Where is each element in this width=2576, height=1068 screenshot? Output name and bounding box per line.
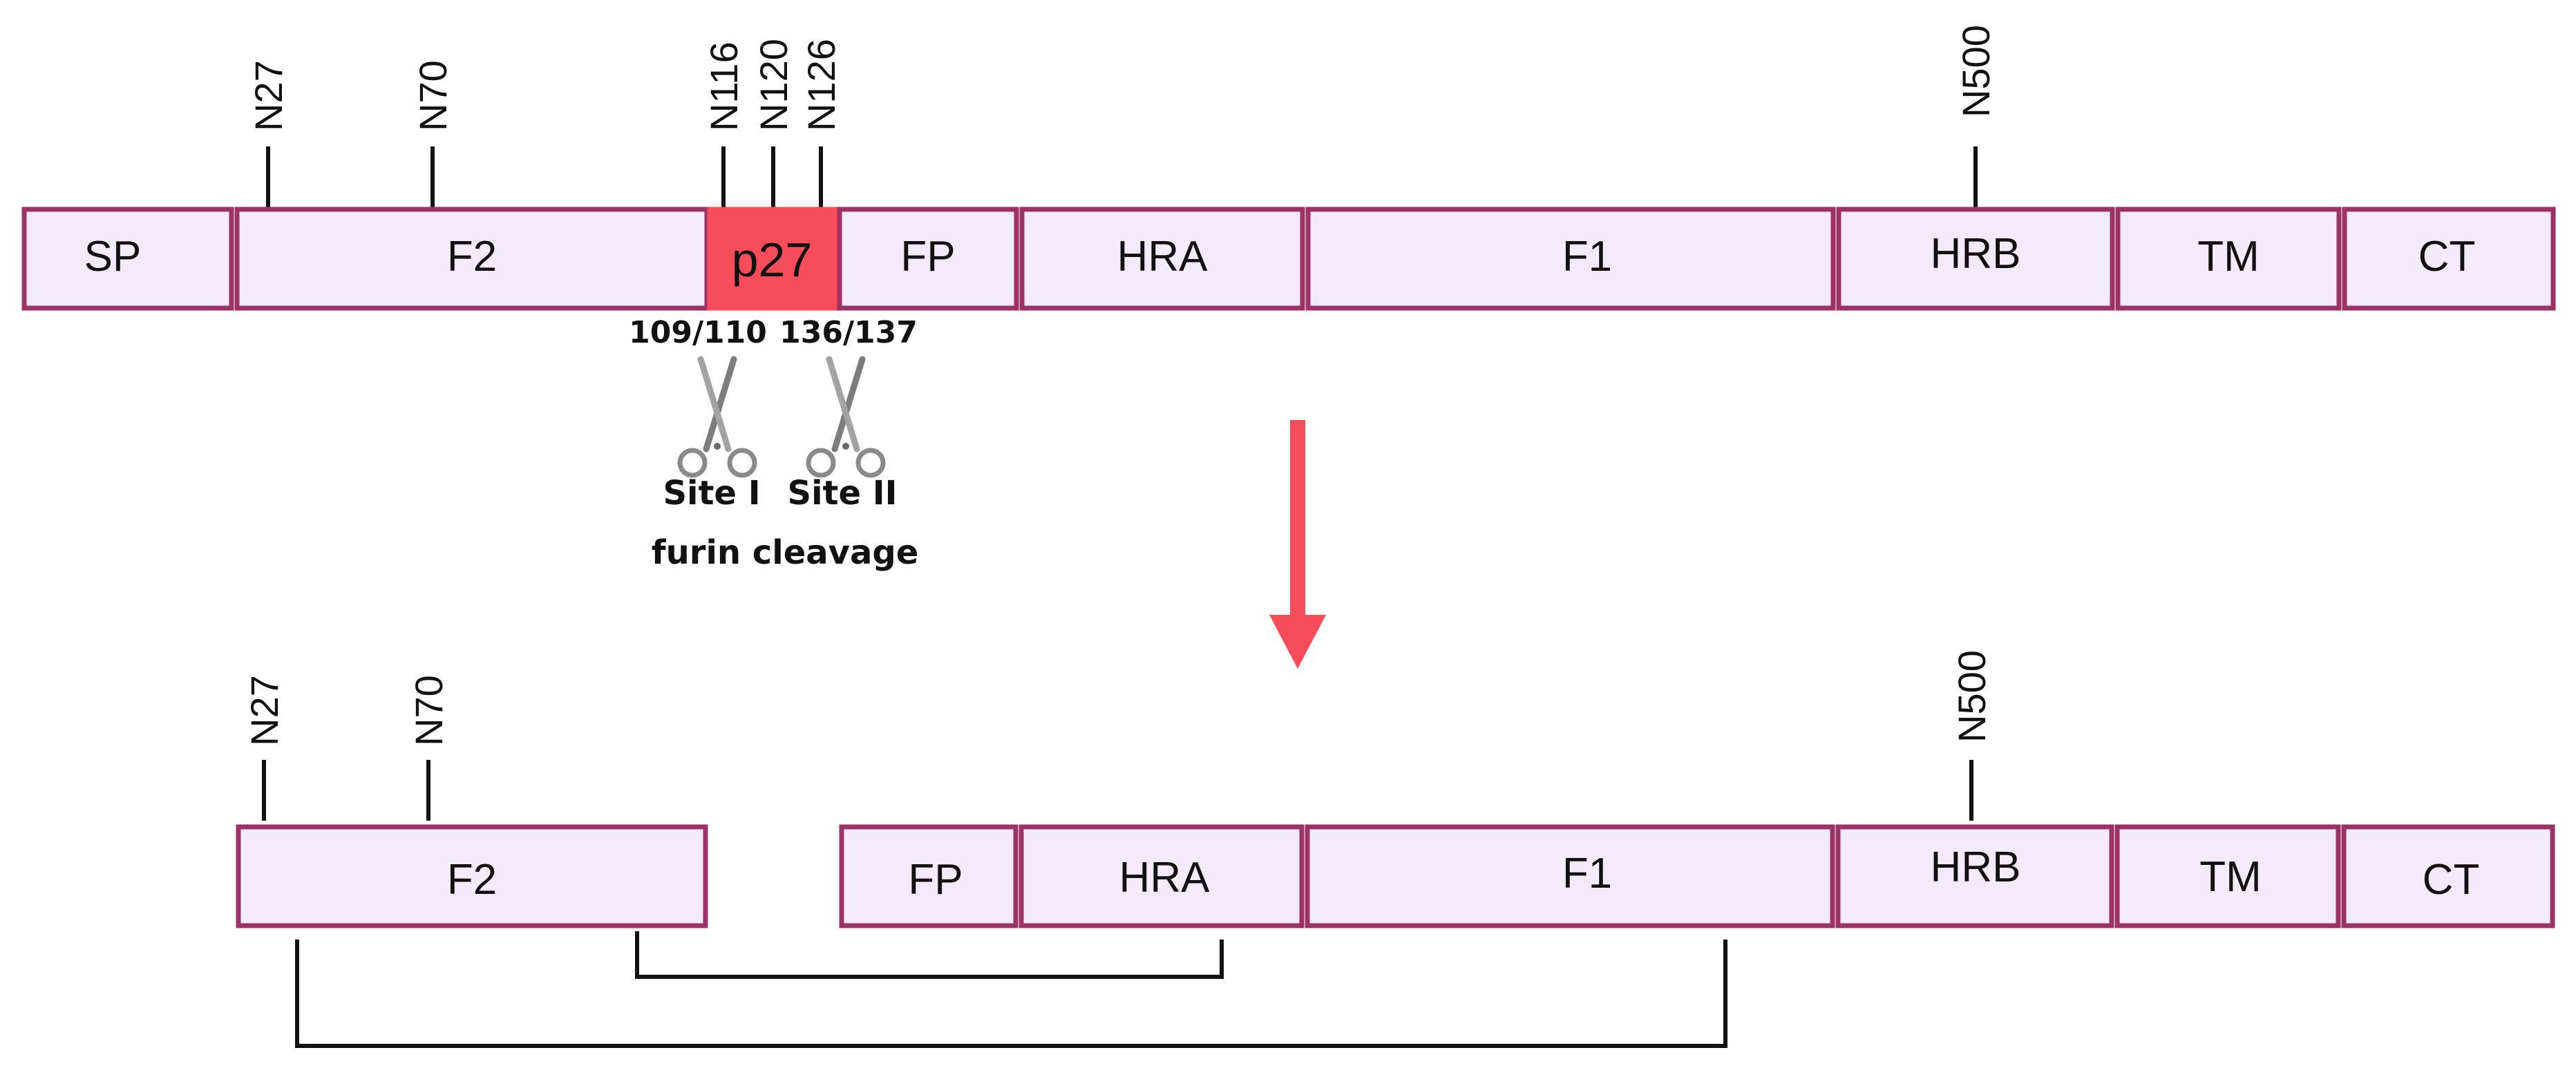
domain-fp — [837, 207, 1019, 311]
mature-protein: N27 N70 N500 F2 FP HRA F1 HRB TM CT — [236, 650, 2555, 1048]
glycosylation-label-n500: N500 — [1950, 650, 1993, 743]
domain-f2 — [236, 824, 708, 928]
domain-f1 — [1305, 824, 1835, 928]
domain-label-tm: TM — [2199, 853, 2262, 901]
domain-hra — [1019, 207, 1305, 311]
furin-cleavage-caption: furin cleavage — [652, 533, 919, 572]
disulfide-bond-long — [295, 940, 1727, 1048]
glycosylation-labels: N27 N70 N116 N120 N126 N500 — [247, 25, 1998, 131]
cleavage-position-site2: 136/137 — [779, 315, 918, 350]
mature-glycosylation-ticks — [262, 760, 1973, 821]
glycosylation-label-n27: N27 — [243, 675, 286, 746]
domain-label-ct: CT — [2423, 856, 2480, 904]
domain-label-f2: F2 — [447, 856, 497, 904]
domain-label-sp: SP — [84, 233, 142, 280]
domain-ct — [2341, 824, 2555, 928]
domain-f1 — [1305, 207, 1836, 311]
cleavage-position-site1: 109/110 — [629, 315, 767, 350]
domain-label-fp: FP — [908, 856, 963, 904]
domain-label-hrb: HRB — [1931, 843, 2021, 891]
glycosylation-label-n27: N27 — [247, 60, 290, 131]
arrow-head-icon — [1269, 615, 1326, 669]
disulfide-bond-short — [635, 931, 1224, 979]
domain-hrb — [1836, 207, 2115, 311]
scissors-icon — [808, 359, 883, 475]
domain-f2 — [234, 207, 710, 311]
domain-hra — [1019, 824, 1305, 928]
glycosylation-label-n116: N116 — [702, 41, 746, 131]
domain-tm — [2114, 824, 2341, 928]
domain-tm — [2115, 207, 2342, 311]
glycosylation-ticks — [266, 146, 1978, 207]
site1-label: Site I — [663, 474, 760, 513]
domain-label-p27: p27 — [732, 233, 813, 287]
domain-label-hra: HRA — [1117, 233, 1209, 280]
domain-label-f2: F2 — [447, 233, 497, 280]
domain-label-hra: HRA — [1119, 854, 1211, 902]
precursor-domains — [21, 207, 2556, 311]
domain-label-tm: TM — [2197, 233, 2260, 280]
domain-label-fp: FP — [900, 233, 955, 280]
domain-fp — [839, 824, 1019, 928]
domain-hrb — [1835, 824, 2114, 928]
domain-label-ct: CT — [2418, 233, 2476, 280]
mature-domains — [236, 824, 2555, 928]
cleavage-annotation: 109/110 136/137 Site I Site II furin cle… — [629, 315, 918, 572]
precursor-domain-labels: SP F2 p27 FP HRA F1 HRB TM CT — [84, 230, 2476, 287]
domain-sp — [21, 207, 234, 311]
glycosylation-label-n500: N500 — [1954, 25, 1998, 117]
domain-p27 — [707, 207, 840, 311]
precursor-protein: N27 N70 N116 N120 N126 N500 SP F2 p27 FP… — [21, 25, 2556, 311]
mature-glycosylation-labels: N27 N70 N500 — [243, 650, 1993, 746]
glycosylation-label-n120: N120 — [752, 39, 795, 131]
domain-ct — [2342, 207, 2556, 311]
glycosylation-label-n70: N70 — [407, 675, 451, 746]
site2-label: Site II — [788, 474, 898, 513]
scissors-icon — [680, 359, 755, 475]
domain-label-f1: F1 — [1562, 850, 1612, 897]
domain-label-hrb: HRB — [1931, 230, 2021, 278]
mature-domain-labels: F2 FP HRA F1 HRB TM CT — [447, 843, 2480, 904]
processing-arrow — [1269, 420, 1326, 669]
disulfide-bonds — [295, 931, 1727, 1048]
glycosylation-label-n126: N126 — [799, 39, 843, 131]
domain-label-f1: F1 — [1562, 233, 1612, 280]
glycosylation-label-n70: N70 — [411, 60, 455, 131]
